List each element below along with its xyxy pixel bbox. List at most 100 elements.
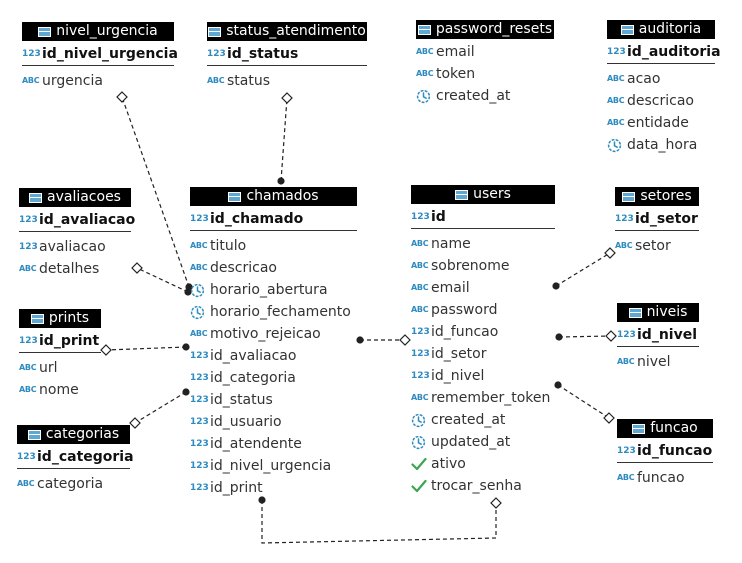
column[interactable]: ativo: [411, 453, 555, 475]
link-chamados-prints[interactable]: [100, 343, 190, 356]
link-users-niveis[interactable]: [555, 330, 617, 342]
relationship-one-end: [399, 334, 411, 346]
link-chamados-categorias[interactable]: [129, 388, 190, 429]
link-users-funcao[interactable]: [554, 381, 615, 424]
entity-header[interactable]: categorias: [17, 425, 130, 444]
column[interactable]: trocar_senha: [411, 475, 555, 497]
entity-header[interactable]: status_atendimento: [207, 22, 367, 41]
clock-icon: [190, 305, 210, 320]
entity-header[interactable]: setores: [615, 187, 699, 206]
entity-header[interactable]: niveis: [617, 303, 699, 322]
entity-header[interactable]: users: [411, 185, 555, 204]
entity-header[interactable]: nivel_urgencia: [22, 22, 174, 41]
text-type-icon: ABC: [22, 76, 40, 85]
link-chamados-nivel-urgencia[interactable]: [116, 91, 193, 291]
entity-header[interactable]: avaliacoes: [19, 188, 131, 207]
entity-name: chamados: [246, 188, 319, 204]
entity-header[interactable]: auditoria: [607, 20, 715, 39]
column[interactable]: updated_at: [411, 431, 555, 453]
entity-header[interactable]: funcao: [617, 419, 713, 438]
numeric-type-icon: 123: [190, 439, 209, 449]
column[interactable]: created_at: [416, 85, 554, 107]
column[interactable]: horario_fechamento: [190, 301, 357, 323]
entity-header[interactable]: chamados: [190, 187, 357, 206]
link-users-setores[interactable]: [552, 247, 616, 290]
column[interactable]: horario_abertura: [190, 279, 357, 301]
link-chamados-users[interactable]: [356, 334, 411, 346]
link-chamados-avaliacoes[interactable]: [131, 262, 192, 296]
numeric-type-icon: 123: [617, 446, 636, 456]
column-name: id_status: [227, 46, 299, 62]
text-type-icon: ABC: [607, 96, 625, 105]
link-chamados-status-atendimento[interactable]: [277, 92, 293, 185]
entity-header[interactable]: prints: [19, 309, 101, 328]
relationship-many-end: [356, 336, 364, 344]
entity-header[interactable]: password_resets: [416, 20, 554, 39]
entity-name: nivel_urgencia: [56, 23, 158, 39]
check-icon: [411, 457, 431, 471]
link-chamados-users-bottom[interactable]: [258, 496, 502, 544]
text-type-icon: ABC: [19, 363, 37, 372]
column[interactable]: created_at: [411, 409, 555, 431]
column[interactable]: data_hora: [607, 134, 715, 156]
